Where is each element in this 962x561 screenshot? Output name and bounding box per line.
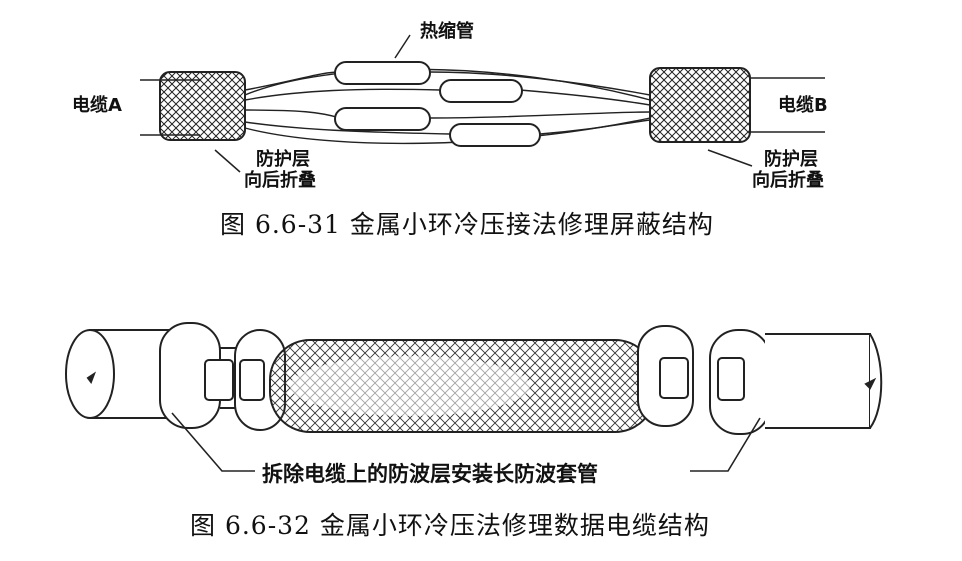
data-cable-repair-diagram [65, 322, 883, 472]
label-heat-shrink: 热缩管 [420, 21, 474, 42]
sleeve-leader-lines [171, 412, 761, 472]
label-cable-a: 电缆A [72, 95, 122, 116]
caption-figure-1: 图 6.6-31 金属小环冷压接法修理屏蔽结构 [220, 210, 714, 239]
cable-b [750, 77, 825, 133]
leader-lines [214, 34, 753, 173]
figure-shield-repair: 热缩管 电缆A 电缆B 防护层 向后折叠 防护层 向后折叠 图 6.6-31 金… [0, 0, 962, 250]
caption-figure-2: 图 6.6-32 金属小环冷压法修理数据电缆结构 [190, 511, 710, 540]
label-cable-b: 电缆B [778, 95, 828, 116]
label-shield-right: 防护层 向后折叠 [752, 149, 824, 191]
left-shield-braid [159, 71, 246, 141]
inner-wires [244, 68, 651, 145]
label-sleeve: 拆除电缆上的防波层安装长防波套管 [262, 462, 598, 486]
left-cable-end [65, 329, 181, 419]
right-metal-rings [637, 325, 771, 435]
label-shield-left-line2: 向后折叠 [244, 169, 316, 191]
shield-repair-diagram [140, 34, 825, 173]
label-shield-right-line1: 防护层 [764, 149, 818, 170]
right-shield-braid [649, 67, 751, 143]
braided-sleeve [269, 339, 656, 433]
right-cable-end [765, 333, 883, 429]
figure-data-cable-repair: 拆除电缆上的防波层安装长防波套管 图 6.6-32 金属小环冷压法修理数据电缆结… [0, 268, 962, 561]
label-shield-left-line1: 防护层 [256, 149, 310, 170]
left-metal-rings [159, 322, 286, 431]
label-shield-right-line2: 向后折叠 [752, 169, 824, 191]
label-shield-left: 防护层 向后折叠 [244, 149, 316, 191]
heat-shrink-tubes [334, 61, 541, 147]
